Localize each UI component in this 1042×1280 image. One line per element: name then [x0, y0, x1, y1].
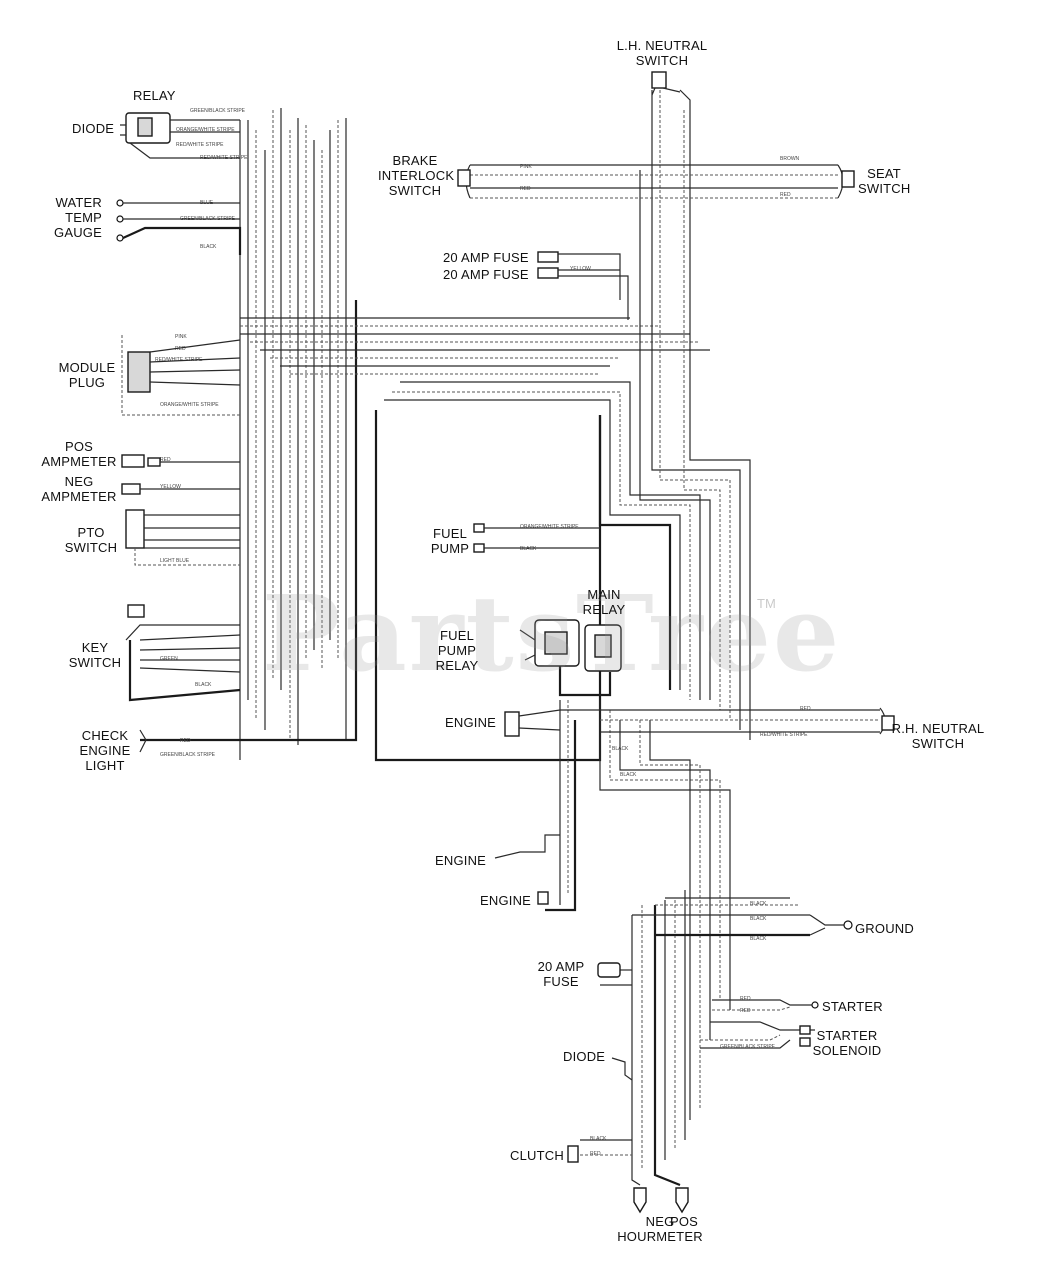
svg-text:BLACK: BLACK [750, 901, 767, 907]
label-pto-switch: PTO SWITCH [64, 525, 118, 555]
label-diode-top: DIODE [72, 121, 115, 136]
svg-text:BLACK: BLACK [200, 244, 217, 250]
ampmeter-terminals [121, 454, 240, 495]
label-pos-ampmeter: POS AMPMETER [41, 439, 117, 469]
wire-color-labels: GREEN/BLACK STRIPE ORANGE/WHITE STRIPE R… [155, 108, 811, 1157]
module-plug-component [121, 335, 241, 416]
svg-text:RED: RED [180, 738, 191, 744]
label-neg-ampmeter: NEG AMPMETER [41, 474, 117, 504]
brake-interlock-component [457, 169, 471, 187]
pto-switch-component [125, 509, 240, 566]
harness-trunks [140, 89, 886, 1187]
svg-text:RED/WHITE STRIPE: RED/WHITE STRIPE [176, 142, 224, 148]
label-water-temp-gauge: WATER TEMP GAUGE [54, 195, 102, 240]
svg-text:ORANGE/WHITE STRIPE: ORANGE/WHITE STRIPE [176, 127, 235, 133]
main-relay-component [519, 619, 622, 697]
svg-text:BLACK: BLACK [750, 936, 767, 942]
svg-text:RED: RED [160, 457, 171, 463]
fuel-pump-terminals [473, 523, 600, 553]
label-lh-neutral-switch: L.H. NEUTRAL SWITCH [616, 38, 708, 68]
label-fuel-pump-relay: FUEL PUMP RELAY [435, 628, 479, 673]
label-neg-hourmeter: NEG HOURMETER [617, 1214, 703, 1244]
svg-text:GREEN/BLACK STRIPE: GREEN/BLACK STRIPE [190, 108, 246, 114]
svg-text:BLACK: BLACK [620, 772, 637, 778]
fuse-20a-bottom [597, 962, 621, 978]
lh-neutral-switch-component [651, 71, 681, 96]
label-brake-interlock-switch: BRAKE INTERLOCK SWITCH [378, 153, 455, 198]
svg-text:GREEN/BLACK STRIPE: GREEN/BLACK STRIPE [720, 1044, 776, 1050]
engine-connector-1 [504, 709, 561, 737]
svg-text:RED/WHITE STRIPE: RED/WHITE STRIPE [155, 357, 203, 363]
svg-text:GREEN: GREEN [160, 656, 178, 662]
svg-text:RED: RED [520, 186, 531, 192]
svg-text:RED: RED [740, 996, 751, 1002]
svg-text:ORANGE/WHITE STRIPE: ORANGE/WHITE STRIPE [160, 402, 219, 408]
label-key-switch: KEY SWITCH [68, 640, 122, 670]
clutch-component [567, 1145, 579, 1163]
rh-neutral-switch-component [881, 715, 895, 731]
label-pos-hourmeter: POS [670, 1214, 699, 1229]
check-engine-light-component [139, 729, 147, 753]
svg-text:PINK: PINK [520, 164, 532, 170]
label-relay: RELAY [133, 88, 176, 103]
water-temp-gauge-terminals [116, 199, 242, 255]
engine-connector-2 [494, 834, 560, 859]
label-starter-solenoid: STARTER SOLENOID [812, 1028, 882, 1058]
ground-terminal [809, 914, 853, 936]
label-fuse-20a-1: 20 AMP FUSE [443, 250, 529, 265]
engine-connector-3 [537, 891, 549, 905]
label-starter: STARTER [822, 999, 883, 1014]
svg-text:BLACK: BLACK [520, 546, 537, 552]
label-engine-3: ENGINE [480, 893, 532, 908]
svg-text:BLACK: BLACK [195, 682, 212, 688]
watermark: PartsTree [262, 572, 842, 695]
label-fuse-20a-2: 20 AMP FUSE [443, 267, 529, 282]
label-ground: GROUND [855, 921, 914, 936]
hourmeter-terminals [633, 1187, 689, 1214]
svg-text:BLACK: BLACK [612, 746, 629, 752]
label-seat-switch: SEAT SWITCH [858, 166, 911, 196]
key-switch-component [125, 604, 241, 702]
label-fuse-20a-3: 20 AMP FUSE [537, 959, 585, 989]
svg-text:BLACK: BLACK [750, 916, 767, 922]
svg-text:RED: RED [590, 1151, 601, 1157]
svg-text:RED: RED [780, 192, 791, 198]
label-rh-neutral-switch: R.H. NEUTRAL SWITCH [891, 721, 985, 751]
svg-text:ORANGE/WHITE STRIPE: ORANGE/WHITE STRIPE [520, 524, 579, 530]
svg-text:GREEN/BLACK STRIPE: GREEN/BLACK STRIPE [160, 752, 216, 758]
svg-text:RED: RED [740, 1008, 751, 1014]
svg-text:RED: RED [175, 346, 186, 352]
seat-switch-component [841, 170, 855, 188]
label-clutch: CLUTCH [510, 1148, 564, 1163]
svg-text:LIGHT BLUE: LIGHT BLUE [160, 558, 190, 564]
svg-text:YELLOW: YELLOW [570, 266, 591, 272]
label-main-relay: MAIN RELAY [582, 587, 626, 617]
diode-bottom-component [611, 1057, 633, 1081]
svg-text:YELLOW: YELLOW [160, 484, 181, 490]
label-module-plug: MODULE PLUG [58, 360, 116, 390]
svg-text:RED/WHITE STRIPE: RED/WHITE STRIPE [760, 732, 808, 738]
starter-solenoid-terminals [799, 1025, 811, 1047]
label-check-engine-light: CHECK ENGINE LIGHT [79, 728, 131, 773]
label-fuel-pump: FUEL PUMP [430, 526, 470, 556]
label-engine-2: ENGINE [435, 853, 487, 868]
svg-text:RED: RED [800, 706, 811, 712]
label-engine-1: ENGINE [445, 715, 497, 730]
trademark: TM [757, 596, 776, 611]
starter-terminal [811, 1001, 819, 1009]
svg-text:PINK: PINK [175, 334, 187, 340]
relay-component [120, 112, 240, 159]
svg-text:BLACK: BLACK [590, 1136, 607, 1142]
svg-text:BROWN: BROWN [780, 156, 800, 162]
fuses-20a-top [537, 251, 629, 320]
label-diode-bottom: DIODE [563, 1049, 606, 1064]
